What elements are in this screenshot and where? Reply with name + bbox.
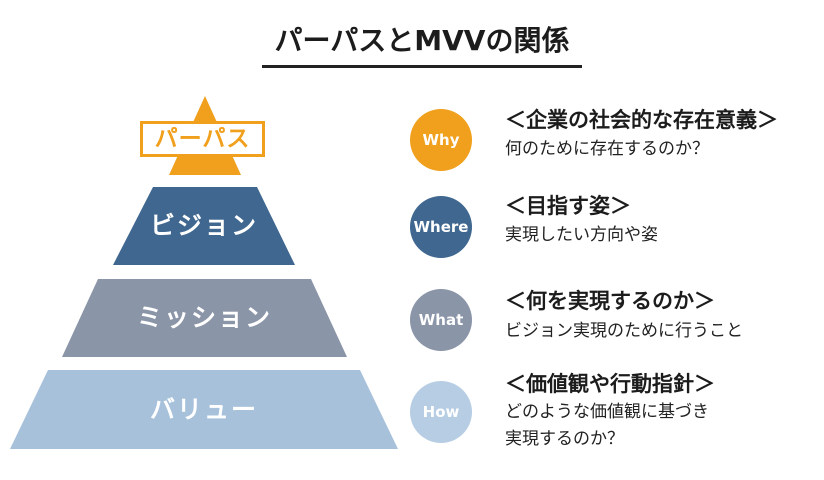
how-description-line-2: 実現するのか？ <box>505 429 624 449</box>
pyramid-tier-value <box>10 370 398 449</box>
how-description-line-1: どのような価値観に基づき <box>505 402 709 422</box>
what-description: ビジョン実現のために行うこと <box>505 321 743 341</box>
title-underline <box>262 65 582 68</box>
where-heading: ＜目指す姿＞ <box>505 194 631 218</box>
where-circle-label: Where <box>413 218 469 236</box>
how-circle: How <box>410 381 472 443</box>
why-circle-label: Why <box>422 131 460 149</box>
pyramid-tier-mission <box>62 279 347 357</box>
mission-label: ミッション <box>136 303 272 332</box>
why-circle: Why <box>410 109 472 171</box>
where-circle: Where <box>410 196 472 258</box>
what-heading: ＜何を実現するのか＞ <box>505 289 715 313</box>
what-circle-label: What <box>418 311 464 329</box>
where-description: 実現したい方向や姿 <box>505 225 658 245</box>
why-heading: ＜企業の社会的な存在意義＞ <box>505 108 778 132</box>
pyramid-tier-vision <box>113 187 295 265</box>
how-circle-label: How <box>422 403 460 421</box>
how-heading: ＜価値観や行動指針＞ <box>505 372 715 396</box>
value-label: バリュー <box>149 395 258 424</box>
why-description: 何のために存在するのか？ <box>505 139 709 159</box>
pyramid <box>10 96 398 449</box>
purpose-label: パーパス <box>140 121 265 157</box>
page-title: パーパスとMVVの関係 <box>274 24 570 57</box>
vision-label: ビジョン <box>149 211 258 240</box>
what-circle: What <box>410 289 472 351</box>
